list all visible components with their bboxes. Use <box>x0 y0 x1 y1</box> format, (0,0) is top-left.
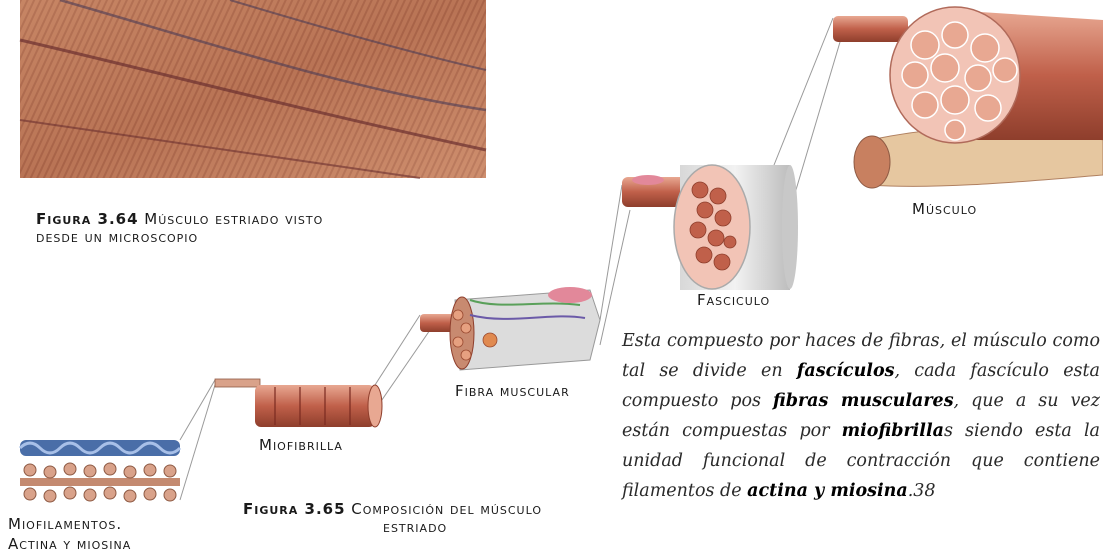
term-actina-miosina: actina y miosina <box>747 481 908 501</box>
fascicle-illustration <box>622 165 798 290</box>
term-fasciculos: fascículos <box>797 361 895 381</box>
figure-caption-3-64: Figura 3.64 Músculo estriado visto desde… <box>36 210 486 246</box>
label-miofilamentos-line1: Miofilamentos. <box>8 514 131 534</box>
figure-number: Figura 3.65 <box>243 500 346 518</box>
label-miofibrilla: Miofibrilla <box>259 436 343 455</box>
paragraph-text: .38 <box>908 481 936 501</box>
label-fibra-muscular: Fibra muscular <box>455 382 570 401</box>
figure-caption-text: Músculo estriado visto <box>144 210 323 228</box>
term-fibras-musculares: fibras musculares <box>773 391 954 411</box>
figure-caption-3-65: Figura 3.65 Composición del músculo estr… <box>243 500 633 536</box>
description-paragraph: Esta compuesto por haces de fibras, el m… <box>622 326 1100 506</box>
muscle-fiber-illustration <box>420 287 600 370</box>
figure-caption-text: Composición del músculo <box>351 500 542 518</box>
label-miofilamentos-line2: Actina y miosina <box>8 534 131 554</box>
label-miofilamentos: Miofilamentos. Actina y miosina <box>8 514 131 554</box>
figure-number: Figura 3.64 <box>36 210 139 228</box>
term-miofibrillas: miofibrilla <box>842 421 944 441</box>
myofibril-illustration <box>215 379 382 427</box>
figure-caption-text-line2: estriado <box>243 518 447 536</box>
muscle-illustration <box>833 7 1103 188</box>
figure-caption-text-line2: desde un microscopio <box>36 228 198 246</box>
label-musculo: Músculo <box>912 200 977 219</box>
myofilaments-illustration <box>20 440 180 502</box>
label-fasciculo: Fasciculo <box>697 291 770 310</box>
microscope-photo <box>20 0 486 178</box>
